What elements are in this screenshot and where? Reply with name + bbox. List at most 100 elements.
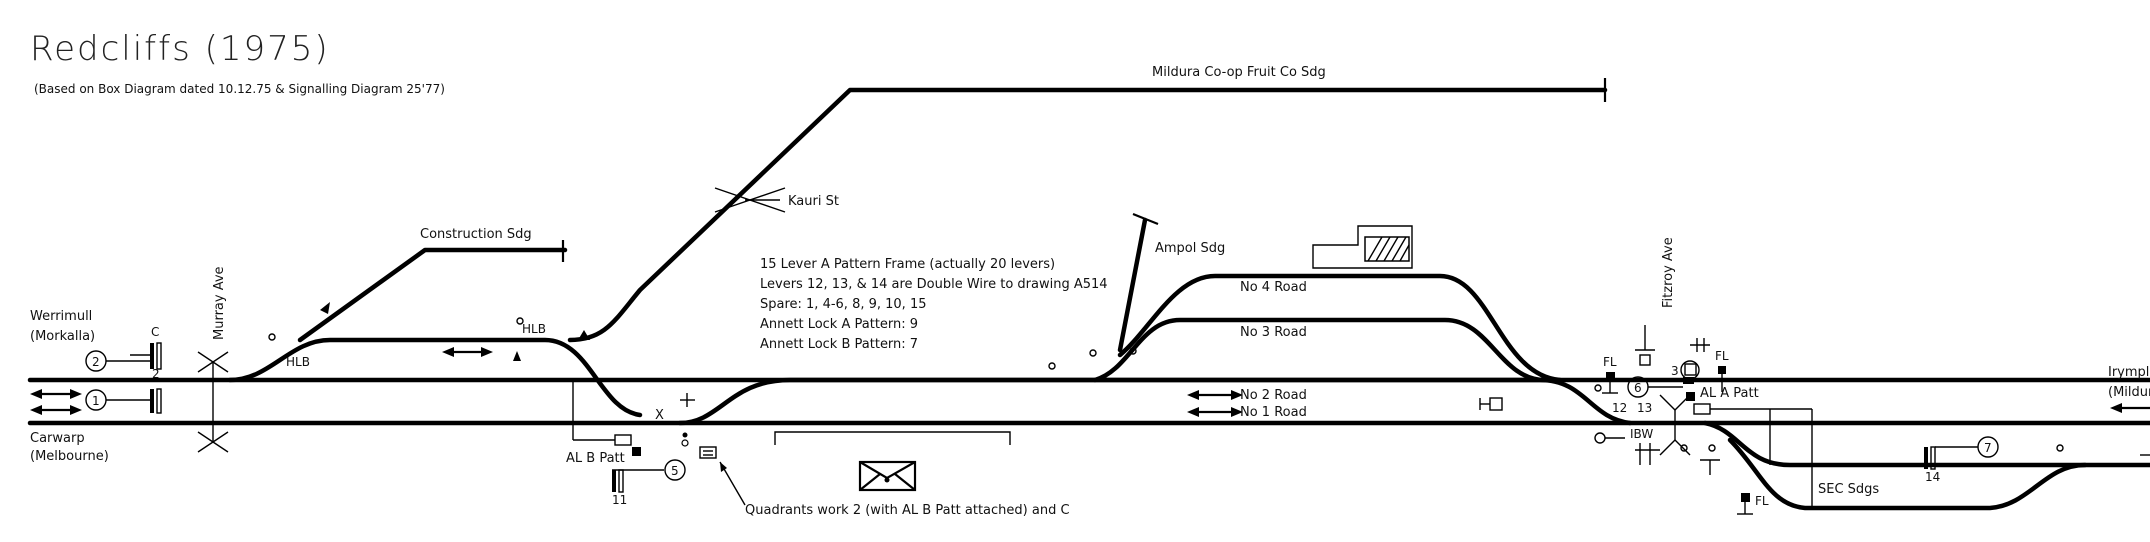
lever-2-label: 2 (152, 367, 160, 381)
murray-ave-label: Murray Ave (212, 266, 227, 340)
lever-12-label: 12 (1612, 401, 1627, 415)
ampol-siding-label: Ampol Sdg (1155, 241, 1225, 256)
platform (774, 431, 1011, 445)
hlb-loop (227, 337, 643, 418)
signal-6-number: 6 (1634, 381, 1642, 395)
signal-2-number: 2 (92, 355, 100, 369)
signal-3 (1680, 360, 1700, 384)
note-double-wire: Levers 12, 13, & 14 are Double Wire to d… (760, 277, 1108, 292)
signal-c-label: C (151, 325, 159, 339)
goods-shed-lines (1367, 236, 1410, 262)
disc-ampol-2 (1129, 347, 1137, 355)
ampol-stop (1132, 212, 1159, 226)
diagram-title: Redcliffs (1975) (30, 29, 330, 69)
coop-siding-label: Mildura Co-op Fruit Co Sdg (1152, 65, 1326, 80)
no2-road (677, 377, 1633, 426)
sec-sidings-label: SEC Sdgs (1818, 482, 1879, 497)
disc-no2 (1048, 362, 1056, 370)
signal-2 (85, 350, 150, 372)
no2-road-label: No 2 Road (1240, 388, 1307, 403)
fl-label-2: FL (1715, 349, 1729, 363)
al-b-patt-label: AL B Patt (566, 451, 625, 466)
note-annett-a: Annett Lock A Pattern: 9 (760, 317, 918, 332)
no4-road (1117, 273, 1563, 383)
no1-road-label: No 1 Road (1240, 405, 1307, 420)
disc-junction (1594, 384, 1602, 392)
hlb-mark (513, 351, 521, 361)
signal-7-number: 7 (1984, 441, 1992, 455)
note-spare: Spare: 1, 4-6, 8, 9, 10, 15 (760, 297, 927, 312)
signal-5 (612, 459, 686, 493)
signal-3-number: 3 (1671, 364, 1679, 378)
diagram-subtitle: (Based on Box Diagram dated 10.12.75 & S… (34, 82, 445, 96)
no3-road-label: No 3 Road (1240, 325, 1307, 340)
quadrant-icon (699, 446, 717, 459)
shelter-dot (884, 477, 890, 483)
arrow-hlb-loop (442, 347, 493, 357)
fl-label-3: FL (1755, 494, 1769, 508)
arrow-left-lower (30, 405, 82, 415)
disc-ampol-1 (1089, 349, 1097, 357)
trap-device-box (1489, 397, 1503, 411)
x-marker: X (655, 408, 664, 423)
shelter-roof (859, 461, 916, 491)
hlb-label-right: HLB (522, 322, 546, 336)
melbourne-label: (Melbourne) (30, 449, 109, 464)
murray-crossing-d (197, 431, 229, 453)
no4-road-label: No 4 Road (1240, 280, 1307, 295)
disc-sec (2056, 444, 2064, 452)
signal-5-number: 5 (671, 464, 679, 478)
signal-1-number: 1 (92, 394, 100, 408)
no3-road (1092, 317, 1548, 383)
fl-label-1: FL (1603, 355, 1617, 369)
carwarp-label: Carwarp (30, 431, 85, 446)
al-a-indicator (1686, 392, 1695, 401)
fl-indicator-1 (1606, 372, 1615, 381)
trap-point-mark (320, 302, 330, 314)
arrow-no1 (1187, 407, 1243, 417)
ampol-siding (1117, 217, 1148, 353)
signal-7 (1924, 436, 1999, 470)
lever-14-label: 14 (1925, 470, 1940, 484)
fitzroy-ave-label: Fitzroy Ave (1661, 237, 1676, 308)
coop-siding (567, 87, 1608, 343)
arrow-no2 (1187, 390, 1243, 400)
fitzroy-crossing-d (1674, 439, 1691, 456)
fitzroy-crossing-c (1659, 439, 1676, 456)
disc-hlb-2 (516, 317, 524, 325)
signal-c (130, 342, 162, 370)
arrow-right-upper (2110, 403, 2150, 413)
kauri-st-label: Kauri St (788, 194, 839, 209)
signal-6 (1627, 376, 1683, 398)
werrimull-label: Werrimull (30, 309, 92, 324)
ibw-label: IBW (1630, 427, 1653, 441)
morkalla-label: (Morkalla) (30, 329, 95, 344)
lever-11-label: 11 (612, 493, 627, 507)
construction-siding (297, 247, 568, 343)
note-frame: 15 Lever A Pattern Frame (actually 20 le… (760, 257, 1055, 272)
quadrants-note: Quadrants work 2 (with AL B Patt attache… (745, 503, 1070, 518)
al-b-lock-icon (614, 434, 632, 446)
irymple-label: Irymple (2108, 365, 2150, 380)
fl-indicator-2 (1718, 366, 1726, 374)
al-a-patt-label: AL A Patt (1700, 386, 1759, 401)
al-a-lock-icon (1693, 403, 1711, 415)
arrow-left-upper (30, 389, 82, 399)
disc-hlb-1 (268, 333, 276, 341)
catch-point-mark (578, 330, 590, 340)
ibw-disc (1594, 432, 1606, 444)
sec-siding-b (1727, 437, 2088, 511)
fl-indicator-3 (1741, 493, 1750, 502)
al-b-indicator (632, 447, 641, 456)
signal-1 (85, 388, 162, 414)
disc-ibw-2 (1708, 444, 1716, 452)
note-annett-b: Annett Lock B Pattern: 7 (760, 337, 918, 352)
rod-fitzroy-box (1639, 354, 1651, 366)
construction-siding-label: Construction Sdg (420, 227, 532, 242)
disc-ibw-1 (1680, 444, 1688, 452)
lever-13-label: 13 (1637, 401, 1652, 415)
ground-signal-ring (681, 439, 689, 447)
ground-signal-dot (682, 432, 688, 438)
sec-siding-a (1702, 420, 2150, 468)
